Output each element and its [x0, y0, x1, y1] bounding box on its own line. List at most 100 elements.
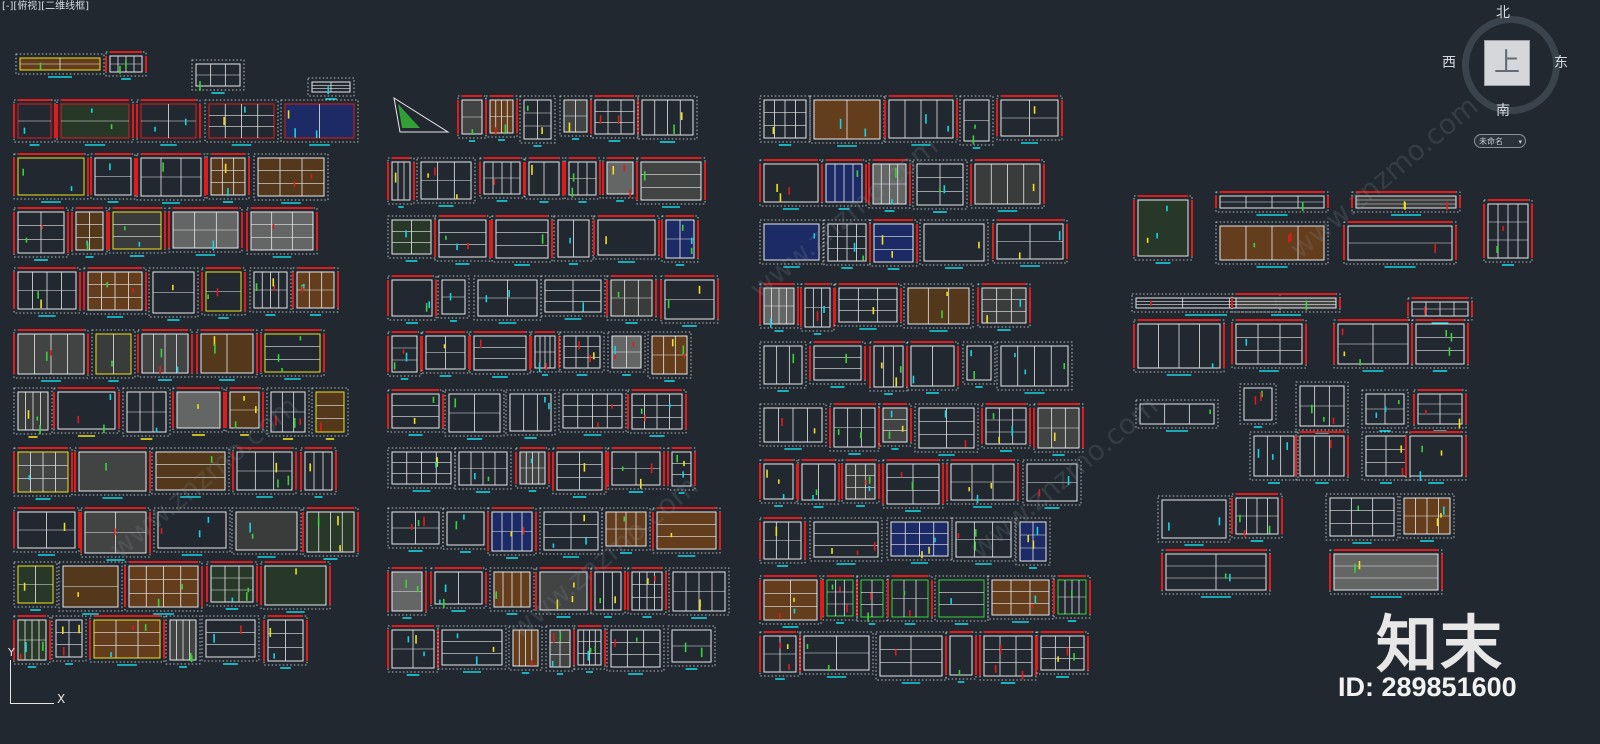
drawing-sheet[interactable] [442, 507, 489, 553]
drawing-sheet[interactable] [884, 95, 958, 146]
drawing-sheet[interactable] [829, 403, 880, 455]
drawing-sheet[interactable] [868, 159, 911, 212]
drawing-sheet[interactable] [249, 267, 292, 316]
drawing-sheet[interactable] [56, 99, 134, 146]
drawing-sheet[interactable] [489, 567, 535, 615]
drawing-sheet[interactable] [80, 507, 151, 561]
drawing-sheet[interactable] [809, 95, 885, 147]
drawing-sheet[interactable] [148, 267, 199, 321]
drawing-sheet[interactable] [1325, 493, 1399, 544]
drawing-sheet[interactable] [387, 215, 436, 262]
drawing-sheet[interactable] [1295, 381, 1349, 434]
drawing-sheet[interactable] [168, 207, 243, 256]
drawing-sheet[interactable] [201, 615, 260, 665]
drawing-sheet[interactable] [1295, 431, 1349, 484]
drawing-sheet[interactable] [759, 219, 824, 268]
drawing-sheet[interactable] [1361, 431, 1411, 484]
drawing-sheet[interactable] [809, 341, 866, 388]
drawing-sheet[interactable] [51, 615, 87, 665]
drawing-sheet[interactable] [607, 331, 646, 376]
drawing-sheet[interactable] [434, 215, 491, 265]
drawing-sheet[interactable] [559, 331, 605, 376]
drawing-sheet[interactable] [292, 267, 339, 316]
drawing-sheet[interactable] [606, 275, 657, 324]
compass-ring[interactable] [1462, 16, 1560, 114]
drawing-sheet[interactable] [809, 517, 883, 565]
drawing-sheet[interactable] [393, 96, 450, 133]
drawing-sheet[interactable] [869, 341, 908, 395]
drawing-sheet[interactable] [540, 275, 606, 320]
drawing-sheet[interactable] [759, 159, 823, 210]
drawing-sheet[interactable] [1033, 403, 1084, 456]
viewport-controls-label[interactable]: [-][俯视][二维线框] [2, 1, 90, 12]
drawing-sheet[interactable] [878, 403, 912, 450]
drawing-sheet[interactable] [601, 507, 651, 554]
drawing-sheet[interactable] [437, 275, 470, 322]
drawing-sheet[interactable] [387, 625, 439, 676]
drawing-sheet[interactable] [387, 157, 415, 208]
drawing-sheet[interactable] [559, 95, 592, 140]
drawing-sheet[interactable] [53, 387, 120, 437]
compass-north[interactable]: 北 [1496, 5, 1510, 21]
drawing-sheet[interactable] [558, 389, 627, 436]
drawing-sheet[interactable] [508, 625, 543, 674]
drawing-sheet[interactable] [89, 615, 165, 666]
drawing-sheet[interactable] [606, 625, 665, 675]
drawing-sheet[interactable] [387, 507, 444, 552]
drawing-sheet[interactable] [821, 159, 867, 210]
drawing-sheet[interactable] [307, 77, 355, 100]
drawing-sheet[interactable] [607, 447, 665, 493]
viewcube-compass-icon[interactable]: 上 北 南 西 东 [1442, 5, 1572, 166]
drawing-sheet[interactable] [416, 157, 476, 207]
compass-west[interactable]: 西 [1442, 55, 1456, 71]
drawing-sheet[interactable] [797, 459, 840, 508]
drawing-sheet[interactable] [882, 459, 944, 512]
drawing-sheet[interactable] [636, 157, 706, 208]
drawing-sheet[interactable] [1036, 631, 1089, 678]
drawing-sheet[interactable] [505, 389, 556, 439]
drawing-sheet[interactable] [856, 575, 888, 625]
drawing-sheet[interactable] [759, 283, 799, 332]
drawing-sheet[interactable] [946, 459, 1019, 508]
drawing-sheet[interactable] [260, 329, 325, 380]
drawing-sheet[interactable] [387, 331, 422, 380]
drawing-sheet[interactable] [647, 331, 692, 382]
drawing-sheet[interactable] [491, 215, 553, 266]
drawing-sheet[interactable] [1411, 319, 1469, 372]
drawing-sheet[interactable] [996, 95, 1063, 144]
drawing-sheet[interactable] [637, 95, 698, 143]
drawing-sheet[interactable] [1399, 493, 1455, 542]
drawing-sheet[interactable] [1161, 549, 1271, 598]
drawing-sheet[interactable] [564, 157, 601, 203]
drawing-sheet[interactable] [524, 157, 564, 203]
drawing-sheet[interactable] [660, 275, 719, 327]
drawing-sheet[interactable] [1215, 191, 1329, 216]
drawing-sheet[interactable] [602, 157, 638, 202]
drawing-sheet[interactable] [530, 331, 560, 376]
drawing-sheet[interactable] [302, 507, 359, 560]
drawing-sheet[interactable] [473, 275, 542, 324]
drawing-sheet[interactable] [136, 153, 206, 204]
drawing-sheet[interactable] [919, 219, 989, 269]
drawing-sheet[interactable] [196, 329, 258, 381]
drawing-sheet[interactable] [13, 207, 69, 261]
drawing-sheet[interactable] [13, 99, 56, 146]
drawing-sheet[interactable] [90, 153, 136, 203]
drawing-sheet[interactable] [485, 95, 518, 141]
drawing-sheet[interactable] [13, 153, 89, 203]
viewcube-top-face[interactable]: 上 [1484, 40, 1530, 86]
drawing-sheet[interactable] [1407, 297, 1473, 324]
drawing-sheet[interactable] [71, 207, 108, 258]
drawing-sheet[interactable] [487, 507, 537, 559]
drawing-sheet[interactable] [280, 99, 359, 146]
drawing-sheet[interactable] [1015, 517, 1051, 569]
drawing-sheet[interactable] [421, 331, 470, 377]
drawing-sheet[interactable] [841, 459, 880, 507]
drawing-sheet[interactable] [1239, 383, 1277, 428]
drawing-sheet[interactable] [959, 95, 994, 149]
drawing-sheet[interactable] [13, 387, 53, 438]
drawing-sheet[interactable] [981, 403, 1031, 452]
drawing-sheet[interactable] [266, 387, 310, 440]
drawing-sheet[interactable] [1413, 389, 1467, 432]
